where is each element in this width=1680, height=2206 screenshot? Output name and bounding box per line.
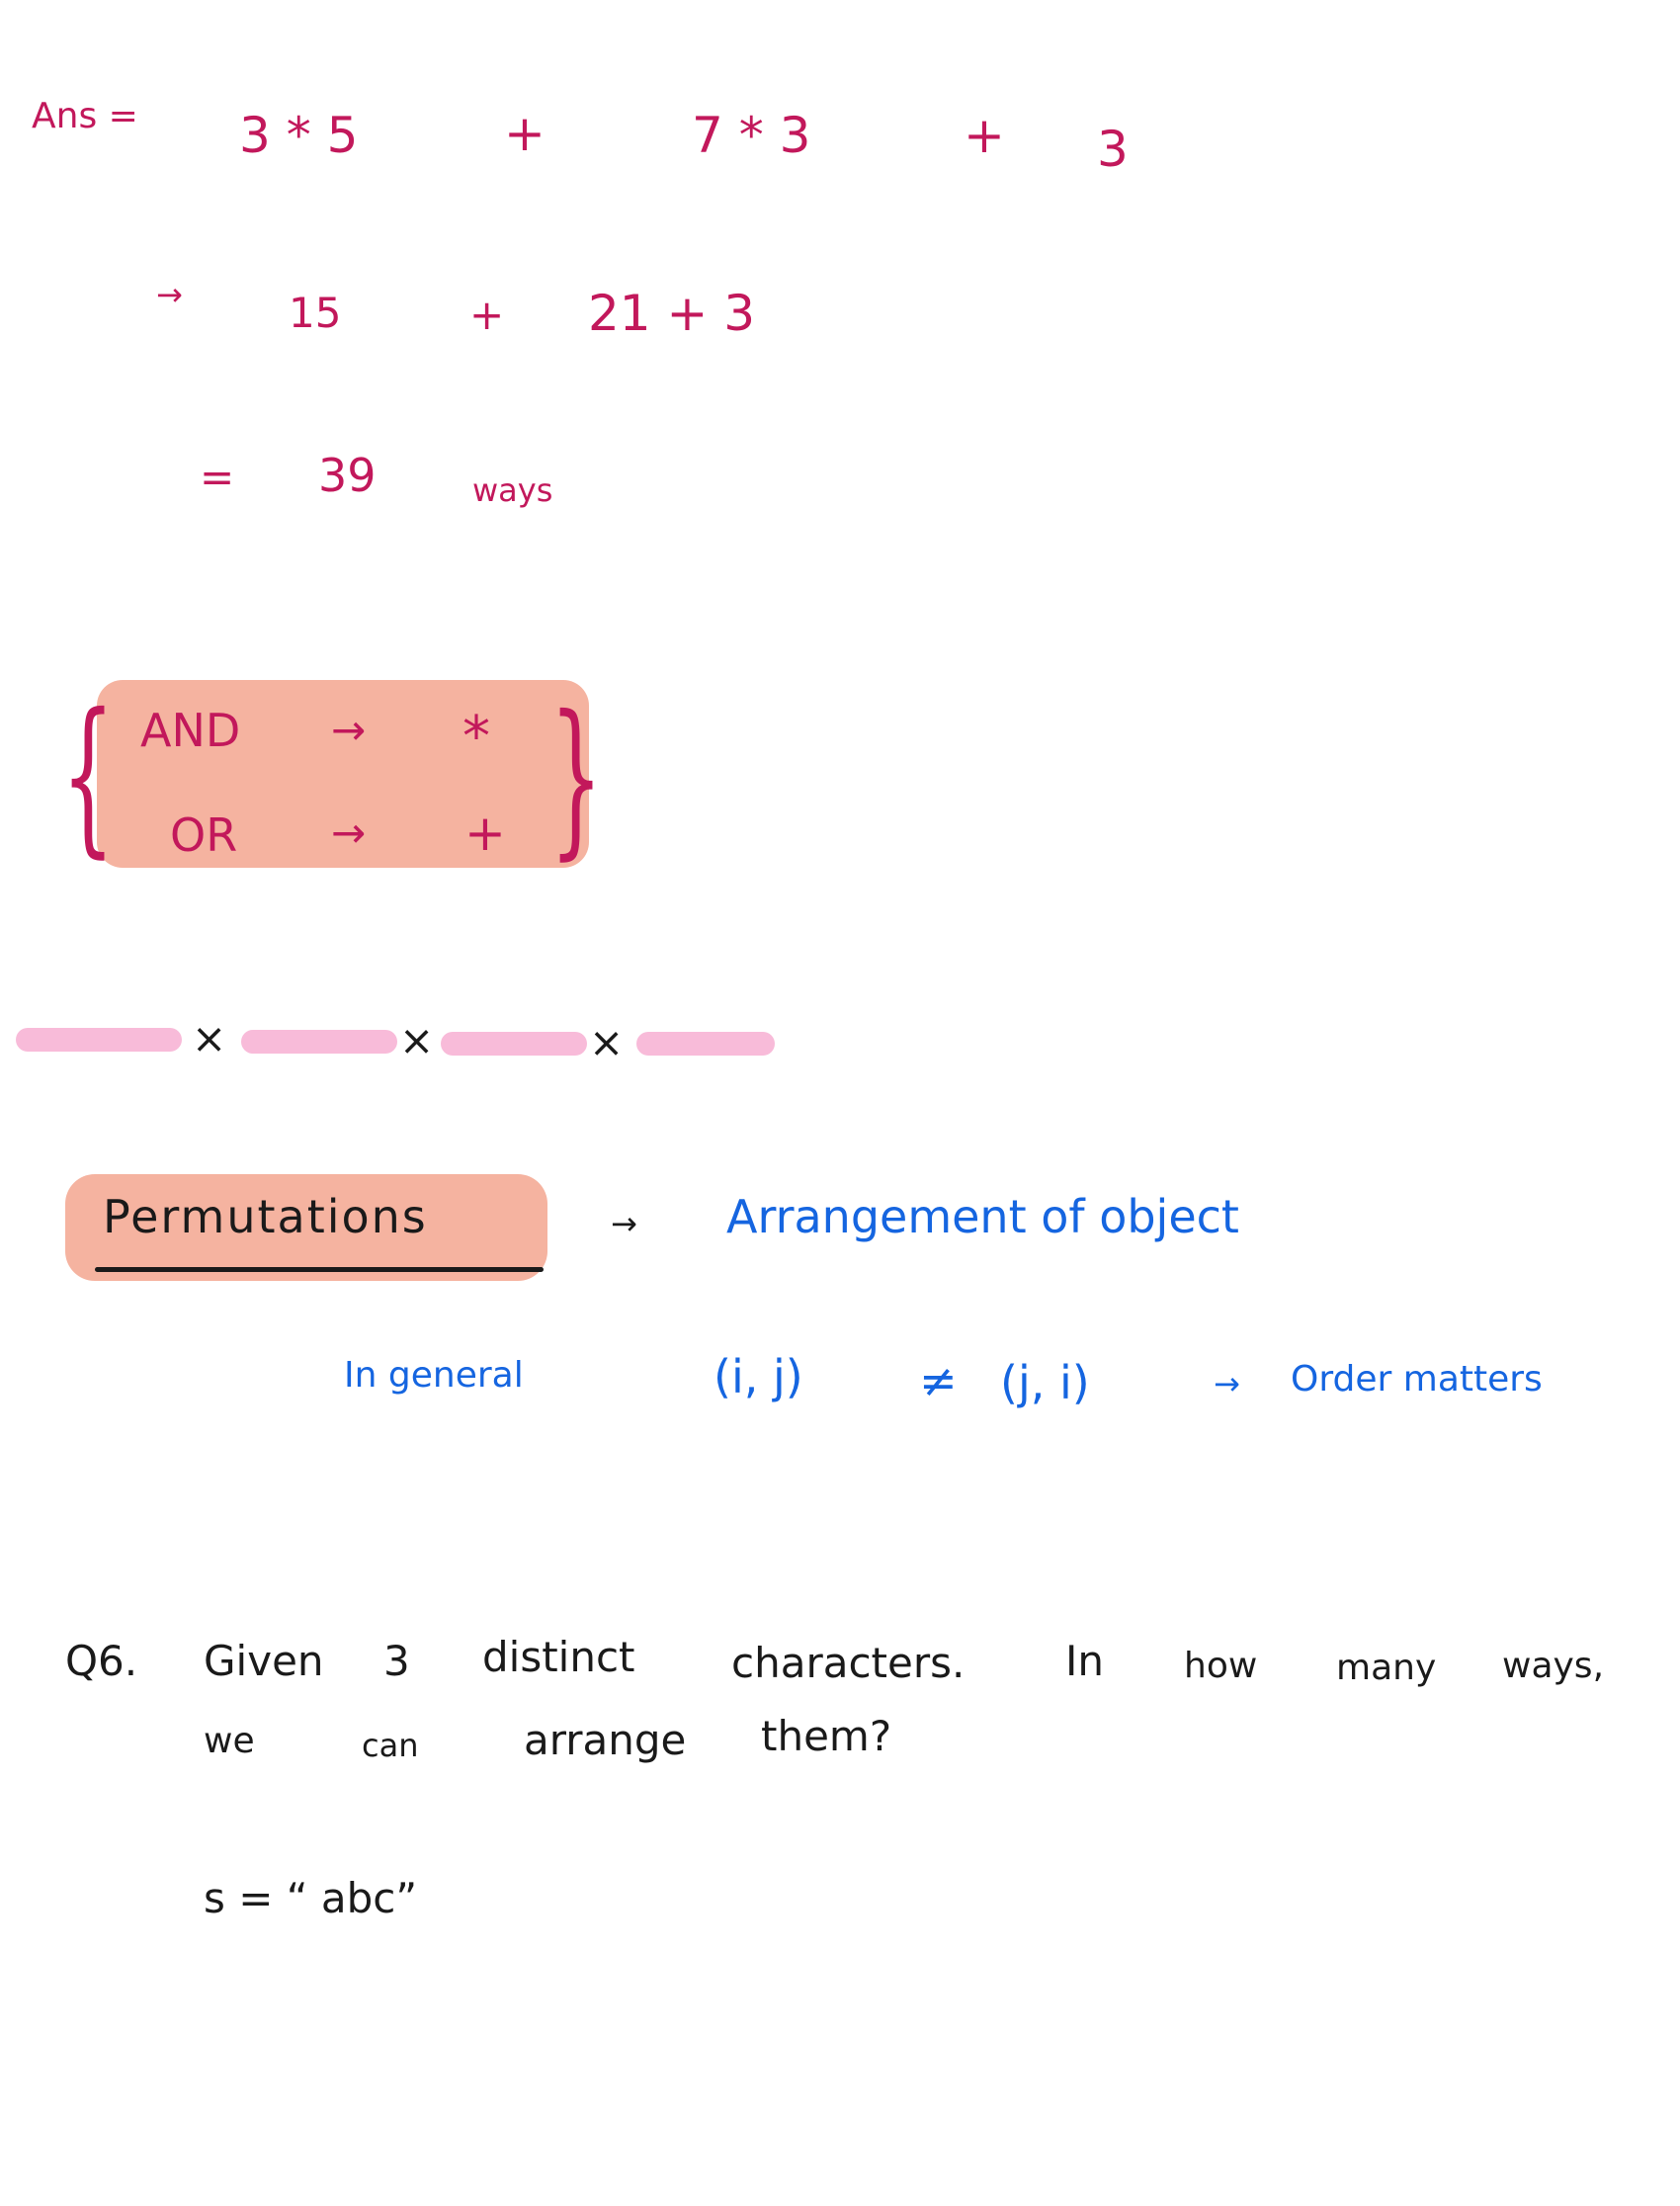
question-word-given: Given bbox=[204, 1637, 324, 1685]
line2-term2: 21 + 3 bbox=[588, 285, 756, 342]
rule-close-brace: } bbox=[549, 680, 604, 876]
slot-bar-1 bbox=[16, 1028, 182, 1052]
rule-or-word: OR bbox=[170, 808, 238, 862]
permutations-arrow: → bbox=[611, 1205, 637, 1242]
slot-times-1: × bbox=[192, 1014, 227, 1062]
line1-op1: + bbox=[504, 105, 546, 162]
slot-bar-2 bbox=[241, 1030, 397, 1054]
permutations-title: Permutations bbox=[103, 1190, 428, 1243]
question-label: Q6. bbox=[65, 1637, 138, 1685]
line1-term2: 7 * 3 bbox=[692, 107, 811, 164]
rule-open-brace: { bbox=[61, 678, 116, 874]
rule-and-word: AND bbox=[140, 704, 241, 757]
pair-right: (j, i) bbox=[1000, 1356, 1090, 1409]
rule-and-arrow: → bbox=[331, 706, 367, 754]
ans-label: Ans = bbox=[32, 96, 138, 136]
question-word-we: we bbox=[204, 1721, 255, 1761]
rule-and-symbol: * bbox=[462, 705, 490, 769]
example-string: s = “ abc” bbox=[204, 1874, 418, 1922]
slot-times-2: × bbox=[399, 1016, 435, 1064]
not-equal-sign: ≠ bbox=[919, 1354, 958, 1407]
line2-term1: 15 bbox=[289, 289, 342, 337]
question-word-them: them? bbox=[761, 1712, 892, 1760]
rule-or-symbol: + bbox=[464, 805, 506, 862]
question-word-arrange: arrange bbox=[524, 1716, 687, 1764]
slot-times-3: × bbox=[589, 1018, 625, 1066]
line1-term3: 3 bbox=[1097, 121, 1129, 178]
permutations-highlight bbox=[65, 1174, 547, 1281]
question-word-in: In bbox=[1065, 1637, 1105, 1685]
pair-left: (i, j) bbox=[714, 1350, 803, 1403]
line3-value: 39 bbox=[318, 449, 377, 502]
slot-bar-3 bbox=[441, 1032, 587, 1056]
question-word-how: how bbox=[1184, 1646, 1258, 1686]
line1-op2: + bbox=[964, 107, 1005, 164]
rule-or-arrow: → bbox=[331, 808, 367, 857]
question-word-distinct: distinct bbox=[482, 1633, 635, 1681]
line1-term1: 3 * 5 bbox=[239, 107, 359, 164]
question-word-3: 3 bbox=[383, 1637, 410, 1685]
question-word-can: can bbox=[362, 1727, 419, 1764]
slot-bar-4 bbox=[636, 1032, 775, 1056]
permutations-definition: Arrangement of object bbox=[726, 1190, 1239, 1243]
permutations-underline bbox=[95, 1267, 544, 1272]
question-word-ways: ways, bbox=[1502, 1646, 1605, 1686]
question-word-many: many bbox=[1336, 1648, 1437, 1688]
rule-box-highlight bbox=[97, 680, 589, 868]
line3-equals: = bbox=[200, 453, 235, 501]
in-general-label: In general bbox=[344, 1355, 524, 1396]
line3-unit: ways bbox=[472, 471, 553, 509]
order-matters-note: Order matters bbox=[1291, 1359, 1543, 1400]
line2-arrow: → bbox=[156, 276, 183, 313]
line2-op1: + bbox=[469, 291, 505, 339]
order-arrow: → bbox=[1214, 1365, 1240, 1402]
question-word-characters: characters. bbox=[731, 1639, 966, 1687]
